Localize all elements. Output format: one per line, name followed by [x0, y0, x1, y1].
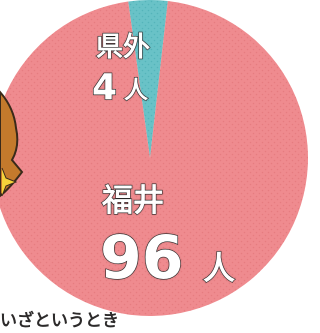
caption-text: いざというとき: [0, 311, 119, 331]
slice-unit-fukui: 人: [202, 249, 236, 287]
sparkle-decoration: [1, 167, 18, 197]
pie-slice-outside-pref: [128, 0, 168, 159]
slice-value-fukui: 96: [99, 223, 184, 293]
slice-unit-outside-pref: 人: [123, 76, 148, 104]
slice-value-outside-pref: 4: [91, 67, 118, 108]
slice-label-fukui: 福井: [101, 183, 164, 219]
slice-label-outside-pref: 県外: [95, 32, 150, 63]
pie-slice-fukui: [0, 1, 308, 316]
character-hair-decoration: [0, 90, 24, 198]
